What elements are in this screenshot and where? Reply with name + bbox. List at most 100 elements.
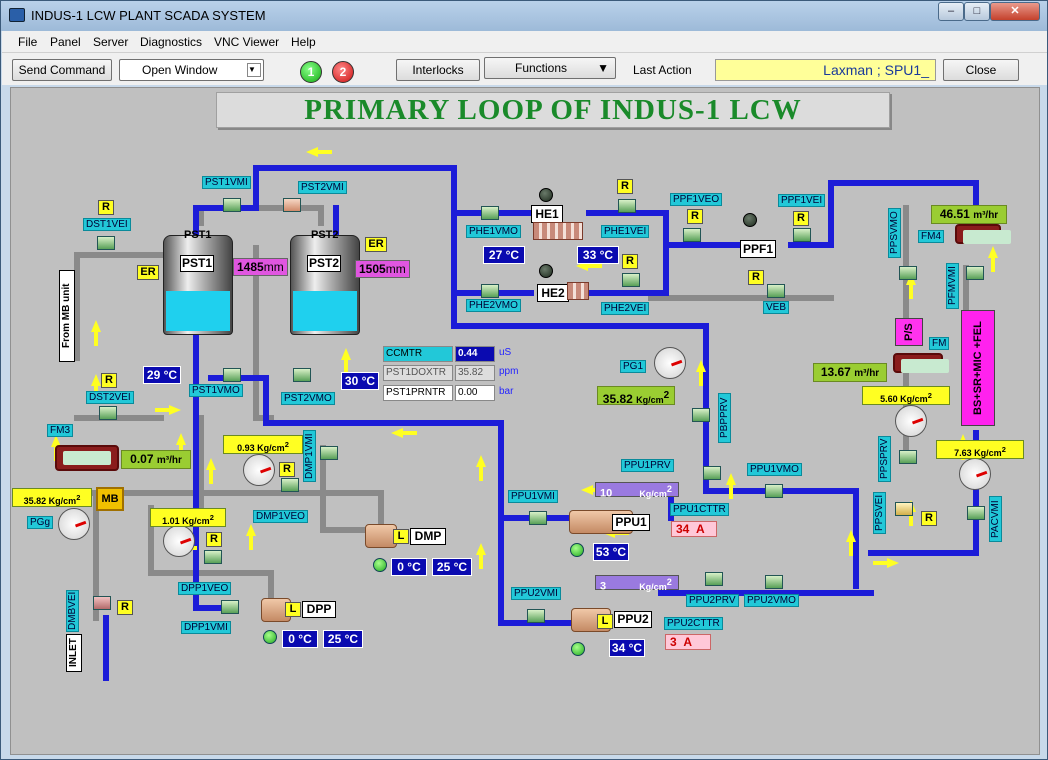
tag-dmbvei[interactable]: DMBVEI	[66, 590, 79, 632]
pps-gauge[interactable]	[895, 405, 927, 437]
valve-dmbvei[interactable]	[93, 596, 111, 610]
fm4-meter[interactable]	[955, 224, 1011, 244]
dmbvei-r-indicator[interactable]: R	[117, 600, 133, 615]
tag-fm[interactable]: FM	[929, 337, 950, 350]
valve-ppf1veo[interactable]	[683, 228, 701, 242]
valve-pst2vmo[interactable]	[293, 368, 311, 382]
valve-ppu2vmi[interactable]	[527, 609, 545, 623]
tag-ppsvei[interactable]: PPSVEI	[873, 492, 886, 534]
tag-ppu1prv[interactable]: PPU1PRV	[621, 459, 674, 472]
pg1-gauge[interactable]	[654, 347, 686, 379]
valve-ppf1vei[interactable]	[793, 228, 811, 242]
valve-ppu1prv[interactable]	[703, 466, 721, 480]
tag-phe1vmo[interactable]: PHE1VMO	[466, 225, 521, 238]
tag-ppu2prv[interactable]: PPU2PRV	[686, 594, 739, 607]
dst1vei-r-indicator[interactable]: R	[98, 200, 114, 215]
tag-dpp1vmi[interactable]: DPP1VMI	[181, 621, 231, 634]
tag-ppsvmo[interactable]: PPSVMO	[888, 208, 901, 258]
valve-phe2vmo[interactable]	[481, 284, 499, 298]
phe1-r-indicator[interactable]: R	[617, 179, 633, 194]
tag-ppu2cttr[interactable]: PPU2CTTR	[664, 617, 723, 630]
tag-fm3[interactable]: FM3	[47, 424, 73, 437]
menu-file[interactable]: File	[18, 35, 38, 49]
tag-ppu2vmo[interactable]: PPU2VMO	[744, 594, 799, 607]
ppf1vei-r-indicator[interactable]: R	[793, 211, 809, 226]
tag-ppu1vmi[interactable]: PPU1VMI	[508, 490, 558, 503]
valve-ppsvei[interactable]	[895, 502, 913, 516]
ps-unit[interactable]: P/S	[895, 318, 923, 346]
valve-pst1vmi[interactable]	[223, 198, 241, 212]
valve-dst1vei[interactable]	[97, 236, 115, 250]
valve-pacvmi[interactable]	[967, 506, 985, 520]
dpp-gauge[interactable]	[163, 525, 195, 557]
menu-panel[interactable]: Panel	[50, 35, 81, 49]
ppsvei-r-indicator[interactable]: R	[921, 511, 937, 526]
valve-ppu1vmi[interactable]	[529, 511, 547, 525]
tag-ppu1vmo[interactable]: PPU1VMO	[747, 463, 802, 476]
tag-fm4[interactable]: FM4	[918, 230, 944, 243]
tag-pst1vmo[interactable]: PST1VMO	[189, 384, 243, 397]
open-window-select[interactable]: Open Window▼	[119, 59, 264, 81]
fm-meter[interactable]	[893, 353, 949, 373]
valve-phe1vmo[interactable]	[481, 206, 499, 220]
tag-pst1vmi[interactable]: PST1VMI	[202, 176, 251, 189]
tag-dmp1vmi[interactable]: DMP1VMI	[303, 430, 316, 482]
ppf1veo-r-indicator[interactable]: R	[687, 209, 703, 224]
dpp1veo-r-indicator[interactable]: R	[206, 532, 222, 547]
tag-dmp1veo[interactable]: DMP1VEO	[253, 510, 308, 523]
send-command-button[interactable]: Send Command	[12, 59, 112, 81]
tank-pst2[interactable]	[290, 235, 360, 335]
close-button[interactable]: Close	[943, 59, 1019, 81]
tag-phe1vei[interactable]: PHE1VEI	[601, 225, 650, 238]
tag-phe2vmo[interactable]: PHE2VMO	[466, 299, 521, 312]
valve-phe2vei[interactable]	[622, 273, 640, 287]
indicator-2[interactable]: 2	[332, 61, 354, 83]
valve-ppu1vmo[interactable]	[765, 484, 783, 498]
valve-dpp1vmi[interactable]	[221, 600, 239, 614]
tag-pgg[interactable]: PGg	[27, 516, 54, 529]
fel-unit[interactable]: BS+SR+MIC +FEL	[961, 310, 995, 426]
ppu2-l-indicator[interactable]: L	[597, 614, 613, 629]
valve-dst2vei[interactable]	[99, 406, 117, 420]
dpp-l-indicator[interactable]: L	[285, 602, 301, 617]
valve-ppsvmo[interactable]	[899, 266, 917, 280]
pgg-gauge[interactable]	[58, 508, 90, 540]
menu-server[interactable]: Server	[93, 35, 129, 49]
tag-pbpprv[interactable]: PBPPRV	[718, 393, 731, 443]
tag-phe2vei[interactable]: PHE2VEI	[601, 302, 650, 315]
tag-pfmvmi[interactable]: PFMVMI	[946, 263, 959, 309]
mb-unit[interactable]: MB	[96, 487, 124, 511]
fm3-meter[interactable]	[55, 445, 119, 471]
tag-dpp1veo[interactable]: DPP1VEO	[178, 582, 232, 595]
dmp1veo-r-indicator[interactable]: R	[279, 462, 295, 477]
indicator-1[interactable]: 1	[300, 61, 322, 83]
functions-select[interactable]: Functions▼	[484, 57, 616, 79]
tag-ppu2vmi[interactable]: PPU2VMI	[511, 587, 561, 600]
he2-label[interactable]: HE2	[537, 284, 569, 302]
valve-pbpprv[interactable]	[692, 408, 710, 422]
pac-gauge[interactable]	[959, 458, 991, 490]
maximize-button[interactable]: □	[964, 2, 990, 21]
tag-ppu1cttr[interactable]: PPU1CTTR	[670, 503, 729, 516]
veb-r-indicator[interactable]: R	[748, 270, 764, 285]
close-window-button[interactable]: ✕	[990, 2, 1040, 21]
menu-help[interactable]: Help	[291, 35, 316, 49]
menu-diagnostics[interactable]: Diagnostics	[140, 35, 203, 49]
valve-veb[interactable]	[767, 284, 785, 298]
valve-dpp1veo[interactable]	[204, 550, 222, 564]
valve-pfmvmi[interactable]	[966, 266, 984, 280]
tank-pst1[interactable]	[163, 235, 233, 335]
tag-pst2vmo[interactable]: PST2VMO	[281, 392, 335, 405]
ppf1-label[interactable]: PPF1	[740, 240, 776, 258]
valve-dmp1veo[interactable]	[281, 478, 299, 492]
valve-ppu2vmo[interactable]	[765, 575, 783, 589]
dmp-l-indicator[interactable]: L	[393, 529, 409, 544]
dst2vei-r-indicator[interactable]: R	[101, 373, 117, 388]
phe2-r-indicator[interactable]: R	[622, 254, 638, 269]
tag-dst1vei[interactable]: DST1VEI	[83, 218, 131, 231]
tag-ppf1vei[interactable]: PPF1VEI	[778, 194, 826, 207]
tag-ppsprv[interactable]: PPSPRV	[878, 436, 891, 482]
valve-dmp1vmi[interactable]	[320, 446, 338, 460]
valve-phe1vei[interactable]	[618, 199, 636, 213]
minimize-button[interactable]: –	[938, 2, 964, 21]
